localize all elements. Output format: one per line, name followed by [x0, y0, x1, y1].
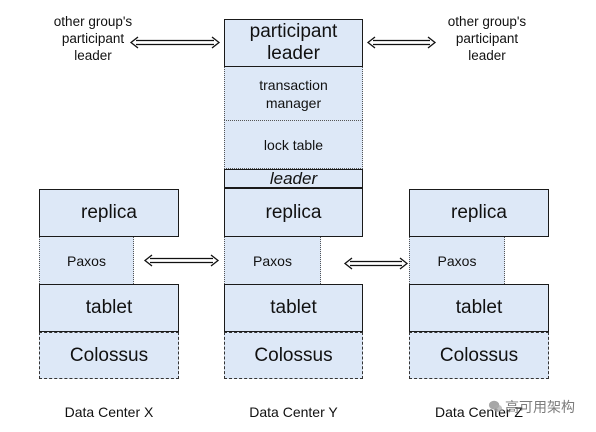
participant-leader-box: participant leader: [224, 19, 363, 67]
paxos-box-y: Paxos: [224, 237, 321, 284]
colossus-box-x: Colossus: [39, 332, 179, 379]
datacenter-label-y: Data Center Y: [249, 404, 338, 420]
paxos-box-z: Paxos: [409, 237, 505, 284]
wechat-icon: [488, 400, 503, 412]
replica-box-z: replica: [409, 189, 549, 237]
tablet-box-y: tablet: [224, 284, 363, 332]
colossus-box-z: Colossus: [409, 332, 549, 379]
right-other-group-label: other group's participant leader: [447, 14, 527, 63]
paxos-box-x: Paxos: [39, 237, 134, 284]
tablet-box-x: tablet: [39, 284, 179, 332]
arrow-right-top: [366, 36, 437, 49]
tablet-box-z: tablet: [409, 284, 549, 332]
replica-box-y: replica: [224, 188, 363, 237]
lock-table-box: lock table: [224, 120, 363, 169]
replica-box-x: replica: [39, 189, 179, 237]
arrow-left-top: [129, 36, 221, 49]
left-other-group-label: other group's participant leader: [53, 14, 133, 63]
arrow-paxos-y-z: [343, 257, 409, 270]
arrow-paxos-x-y: [143, 254, 220, 267]
datacenter-label-x: Data Center X: [64, 404, 154, 420]
watermark-text: 高可用架构: [505, 399, 575, 415]
colossus-box-y: Colossus: [224, 332, 363, 379]
transaction-manager-box: transaction manager: [224, 67, 363, 120]
leader-tag: leader: [224, 169, 363, 188]
